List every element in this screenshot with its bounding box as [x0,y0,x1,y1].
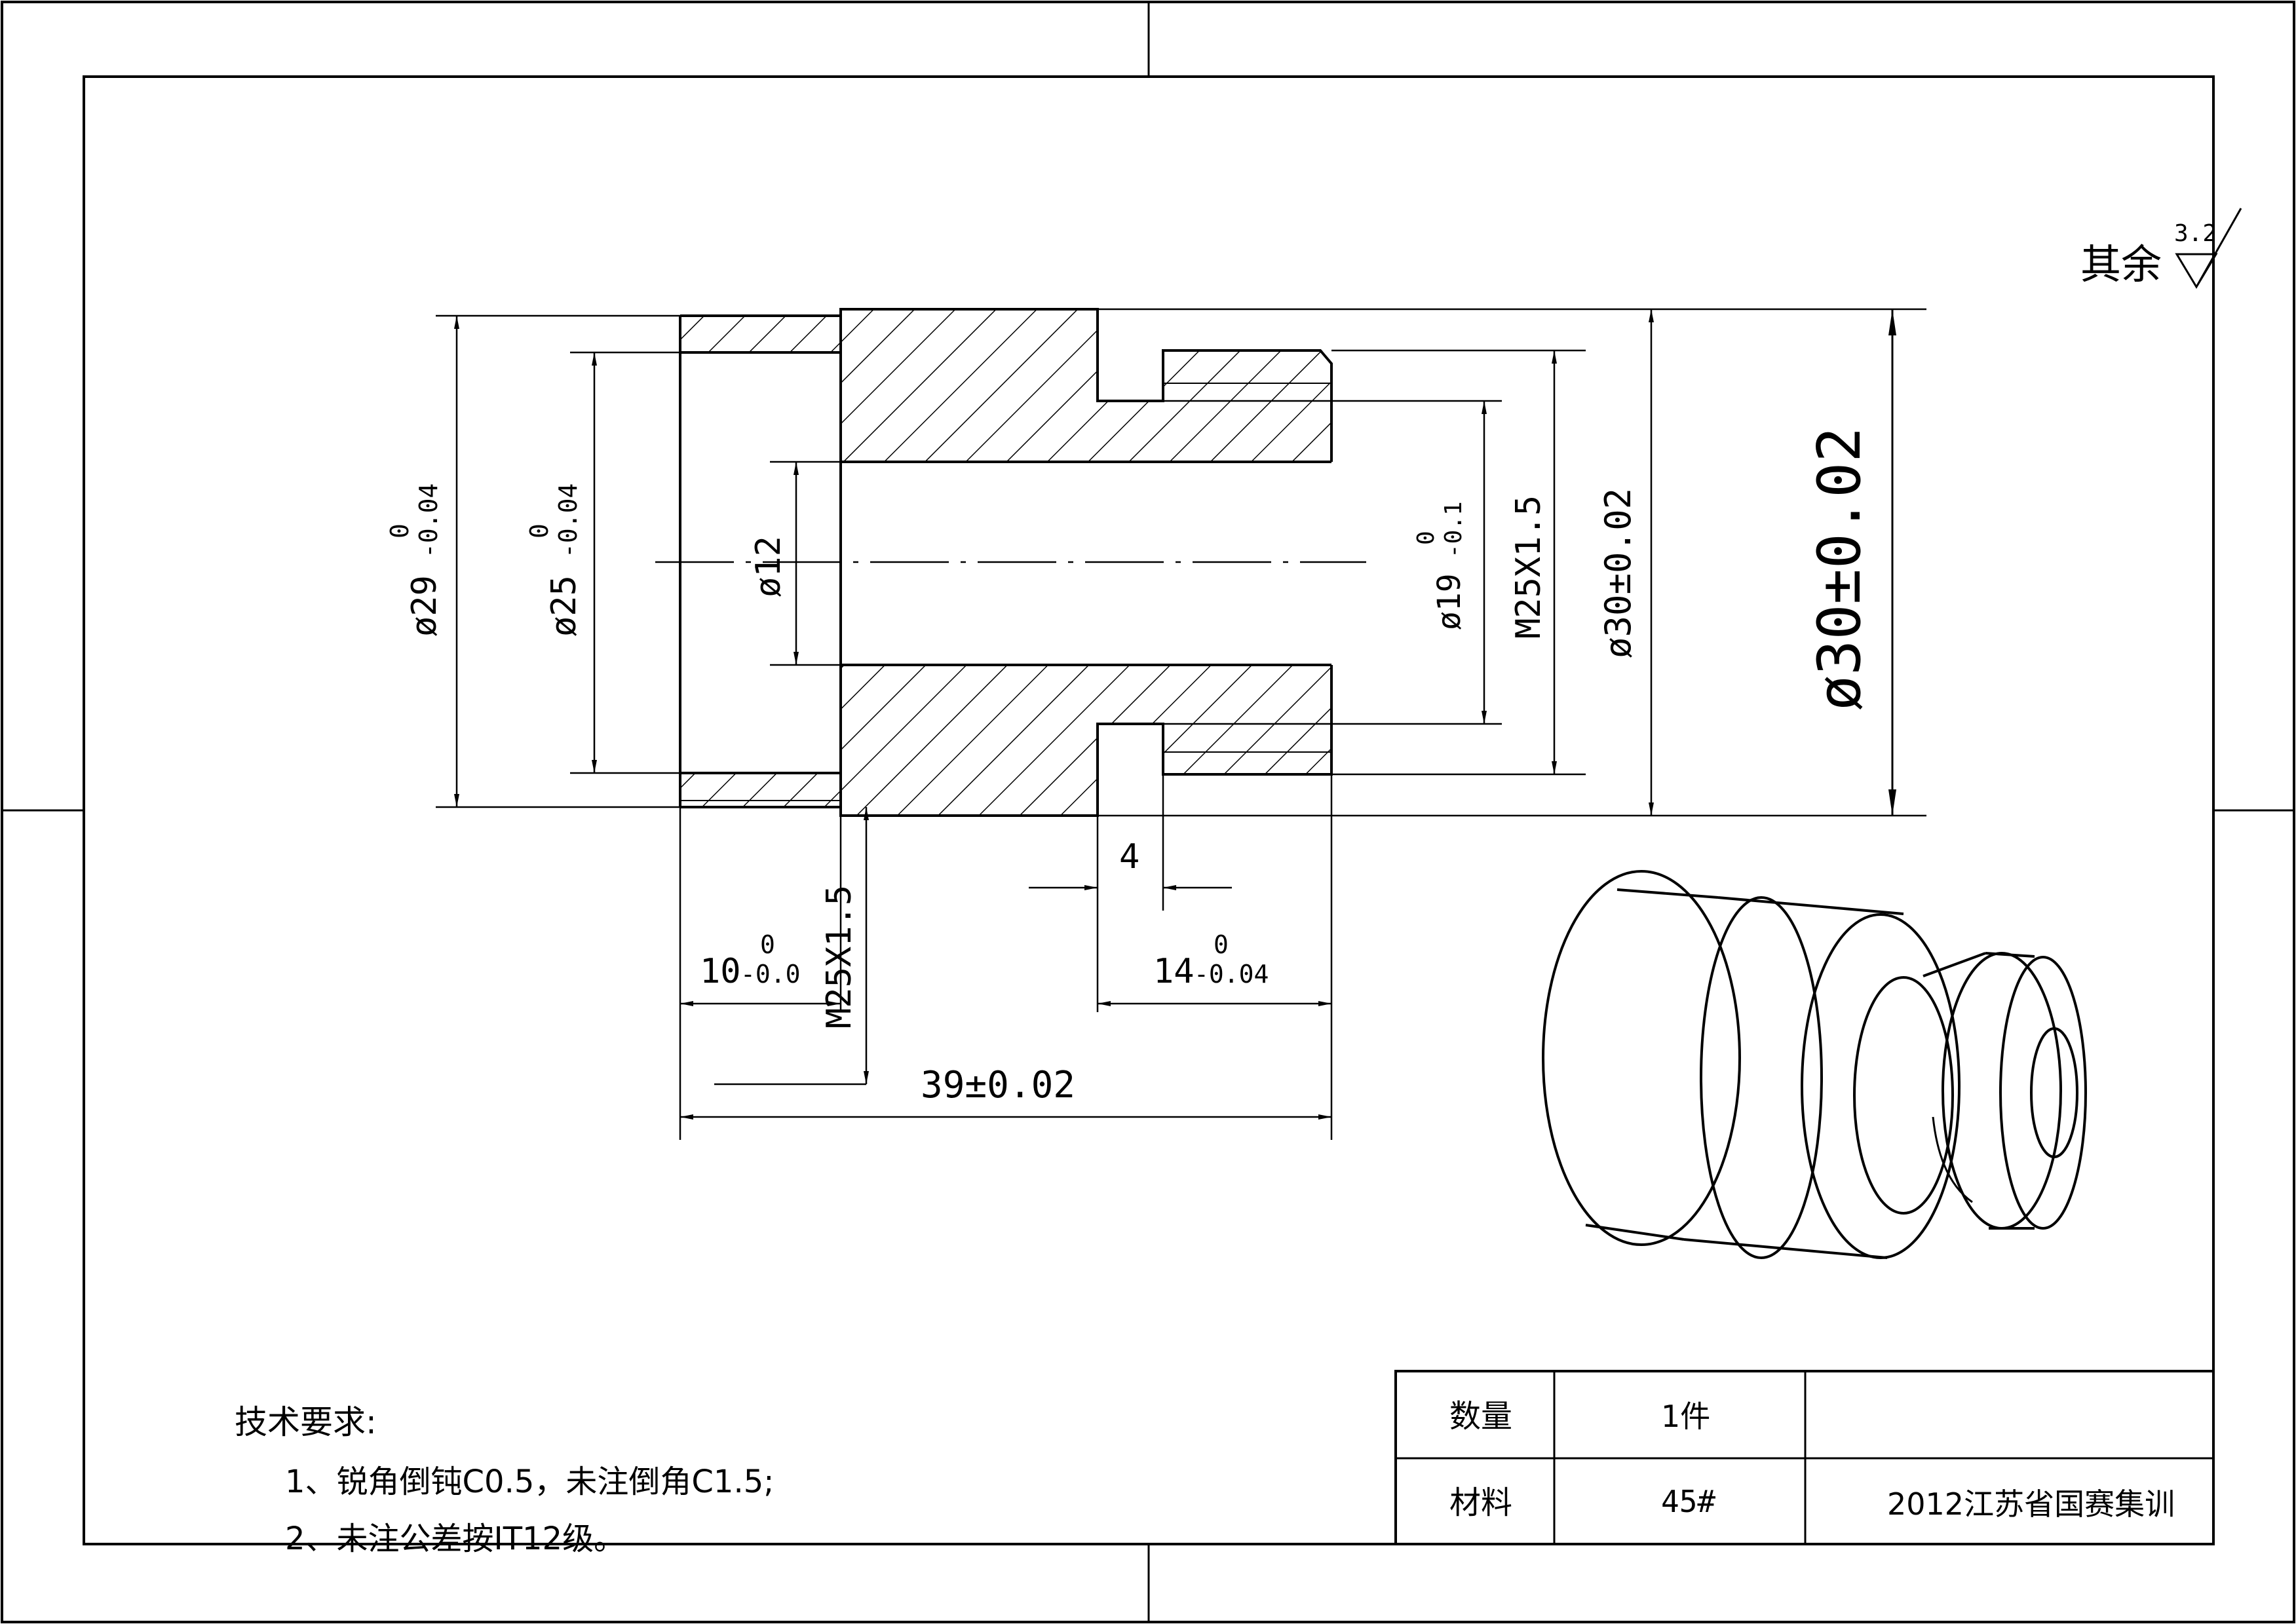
dim-d25-lower: -0.04 [554,483,583,558]
dimension-len39: 39±0.02 [680,1064,1331,1120]
dim-d25-main: ø25 [545,575,584,637]
notes-title: 技术要求: [235,1403,377,1441]
dim-d29-main: ø29 [405,575,444,637]
notes-item-2: 2、未注公差按IT12级。 [285,1520,625,1557]
dim-d19-upper: 0 [1413,531,1440,545]
dim-d30-small: ø30±0.02 [1598,488,1639,658]
roughness-label: 其余 [2080,240,2162,288]
dimension-groove: 4 [1029,837,1232,890]
dim-m25-bottom: M25X1.5 [820,885,859,1029]
qty-label: 数量 [1449,1398,1512,1435]
dim-len14-main: 14 [1153,952,1195,991]
dimension-m25-bottom: M25X1.5 [714,807,869,1086]
dim-len14-lower: -0.04 [1194,960,1269,989]
material-value: 45# [1661,1484,1715,1519]
dim-d29-upper: 0 [385,523,414,538]
dimension-m25-right: M25X1.5 [1509,350,1557,774]
dim-len14-upper: 0 [1214,930,1229,959]
dimension-d30-large: ø30±0.02 [1805,309,1896,816]
dim-m25-right: M25X1.5 [1509,495,1548,639]
section-hatching [680,309,1331,816]
dim-d29-lower: -0.04 [414,483,443,558]
dim-d30-large: ø30±0.02 [1805,427,1874,711]
dim-len10-lower: -0.0 [740,960,801,989]
dimension-d25: ø25 0 -0.04 [525,352,597,773]
dimension-d19: ø19 0 -0.1 [1413,401,1487,724]
dim-len10-main: 10 [700,952,741,991]
dim-d19-main: ø19 [1431,573,1468,630]
notes-item-1: 1、锐角倒钝C0.5，未注倒角C1.5; [285,1463,774,1500]
thread-lines [680,383,1331,801]
dim-d19-lower: -0.1 [1440,501,1467,558]
dim-len10-upper: 0 [760,930,775,959]
roughness-value: 3.2 [2174,220,2217,247]
dimension-d12: ø12 [749,462,799,665]
dimension-d29: ø29 0 -0.04 [385,316,459,807]
qty-value: 1件 [1661,1399,1710,1434]
dim-d25-upper: 0 [525,523,554,538]
dimension-len10: 10 0 -0.0 [680,930,841,1006]
dim-len39: 39±0.02 [921,1064,1075,1106]
dim-d12: ø12 [749,536,788,597]
dimension-d30-small: ø30±0.02 [1598,309,1654,816]
part-section [655,308,1366,817]
section-outline [679,308,1333,817]
title-block: 数量 1件 材料 45# 2012江苏省国赛集训 [1394,1370,2215,1545]
project-name: 2012江苏省国赛集训 [1887,1486,2175,1522]
dim-groove: 4 [1119,837,1139,877]
roughness-symbol [2175,208,2242,289]
isometric-view [1542,870,2087,1259]
dimension-len14: 14 0 -0.04 [1098,930,1331,1006]
material-label: 材料 [1449,1484,1512,1521]
roughness-note: 其余 3.2 [2080,208,2242,289]
technical-notes: 技术要求: 1、锐角倒钝C0.5，未注倒角C1.5; 2、未注公差按IT12级。 [84,1403,1396,1557]
extension-lines [436,308,1926,1140]
